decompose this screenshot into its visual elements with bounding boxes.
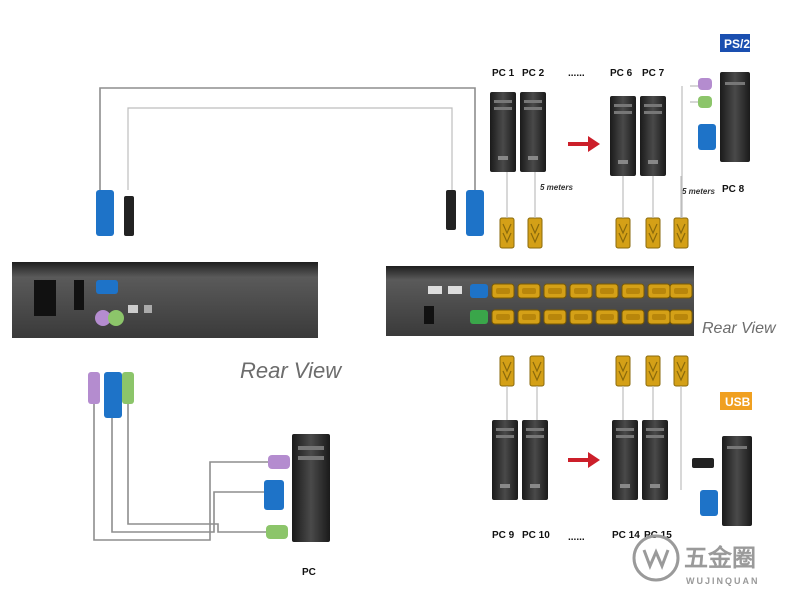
usb-connector-left [124,196,134,236]
left-kvm-rear-panel [12,262,318,338]
right-kvm-rear-panel [386,266,694,336]
bottom-cable [93,404,270,541]
ps2-connector-green [122,372,134,404]
arrow-bottom [568,452,600,468]
pc15-tower [642,420,668,500]
five-meters-b: 5 meters [682,187,715,196]
pc8-label: PC 8 [722,184,745,195]
pc8-cables [681,85,700,218]
pc7-label: PC 7 [642,68,665,79]
pc-ps2-purple [268,455,290,469]
bottom-cable-3 [127,404,268,533]
arrow-top [568,136,600,152]
pc8-ps2-green [698,96,712,108]
logo-en: WUJINQUAN [686,576,760,586]
pc9-tower [492,420,518,500]
dots-top: ...... [568,68,585,79]
rear-view-right-label: Rear View [702,320,777,337]
vga-connector-bottom [104,372,122,418]
usb-connector-pc [692,458,714,468]
pc7-tower [640,96,666,176]
pc9-label: PC 9 [492,530,515,541]
pc1-label: PC 1 [492,68,515,79]
usb-pc-tower [722,436,752,526]
dots-bottom: ...... [568,532,585,543]
pc-bottom-tower [292,434,330,542]
wujinquan-logo: 五金圈 WUJINQUAN [632,534,760,586]
pc1-tower [490,92,516,172]
pc-ps2-green [266,525,288,539]
pc8-tower [720,72,750,162]
pc6-label: PC 6 [610,68,633,79]
five-meters-a: 5 meters [540,183,573,192]
vga-connector-left [96,190,114,236]
pc-bottom-label: PC [302,567,316,578]
ps2-badge [720,34,750,52]
pc-vga [264,480,284,510]
logo-cn: 五金圈 [684,544,756,572]
rear-view-left-label: Rear View [240,358,343,383]
pc2-tower [520,92,546,172]
pc8-vga [698,124,716,150]
bottom-pc-cables [506,386,682,490]
pc14-label: PC 14 [612,530,640,541]
ps2-badge-label: PS/2 [724,37,750,51]
vga-connector-right [466,190,484,236]
pc10-label: PC 10 [522,530,550,541]
pc2-label: PC 2 [522,68,545,79]
pc10-tower [522,420,548,500]
usb-badge-label: USB [725,395,751,409]
bottom-cable-2 [111,418,270,533]
top-pc-cables [506,172,682,218]
usb-connector-right [446,190,456,230]
pc8-ps2-purple [698,78,712,90]
usb-badge [720,392,752,410]
top-cable [99,87,476,190]
top-cable-inner [127,107,453,190]
ps2-connector-purple [88,372,100,404]
pc14-tower [612,420,638,500]
usb-pc-vga [700,490,718,516]
pc6-tower [610,96,636,176]
